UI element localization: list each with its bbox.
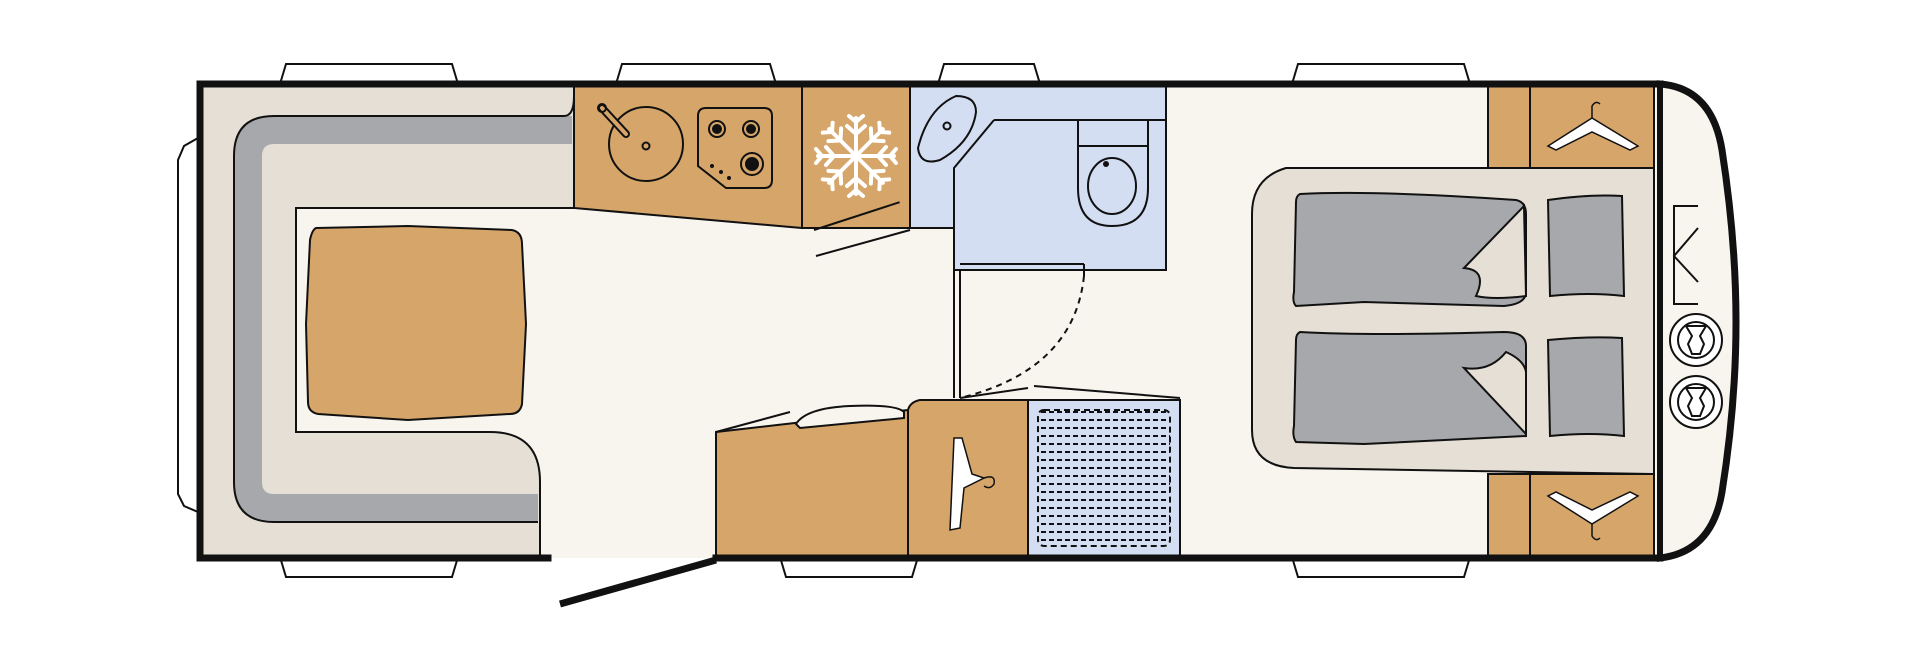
hanger-icon: [1546, 491, 1640, 541]
sink-icon: [597, 103, 684, 182]
floor-line-kitchen: [815, 229, 911, 257]
shower-top-line: [1033, 385, 1181, 399]
u-shaped-seating-lounge: [201, 85, 575, 557]
table-icon: [304, 224, 528, 422]
wardrobe-right: [1487, 473, 1655, 559]
toilet-icon: [1077, 119, 1149, 228]
washroom-partition: [953, 119, 995, 268]
wardrobe-left: [1487, 85, 1655, 169]
window-front: [177, 136, 199, 514]
kitchen-divider-line: [813, 201, 900, 231]
outer-walls: [196, 80, 1740, 562]
lounge-backrest-outline: [233, 95, 575, 523]
shower-door-line: [959, 387, 1029, 399]
cabinet-cushion: [794, 404, 905, 430]
snowflake-icon: [814, 114, 898, 198]
washroom-door: [953, 263, 1085, 399]
shower-icon: [1037, 409, 1171, 547]
lower-cabinet: [715, 408, 909, 557]
hanger-icon: [1546, 101, 1640, 151]
gas-bottle-icon: [1669, 313, 1723, 429]
bed-icon: [1292, 191, 1626, 446]
hob-icon: [697, 107, 773, 189]
gas-bottle-locker: [1672, 205, 1699, 305]
hanger-icon: [949, 437, 996, 531]
washbasin-icon: [916, 94, 978, 163]
cabinet-top-line: [715, 411, 791, 433]
door-icon: [559, 556, 717, 608]
